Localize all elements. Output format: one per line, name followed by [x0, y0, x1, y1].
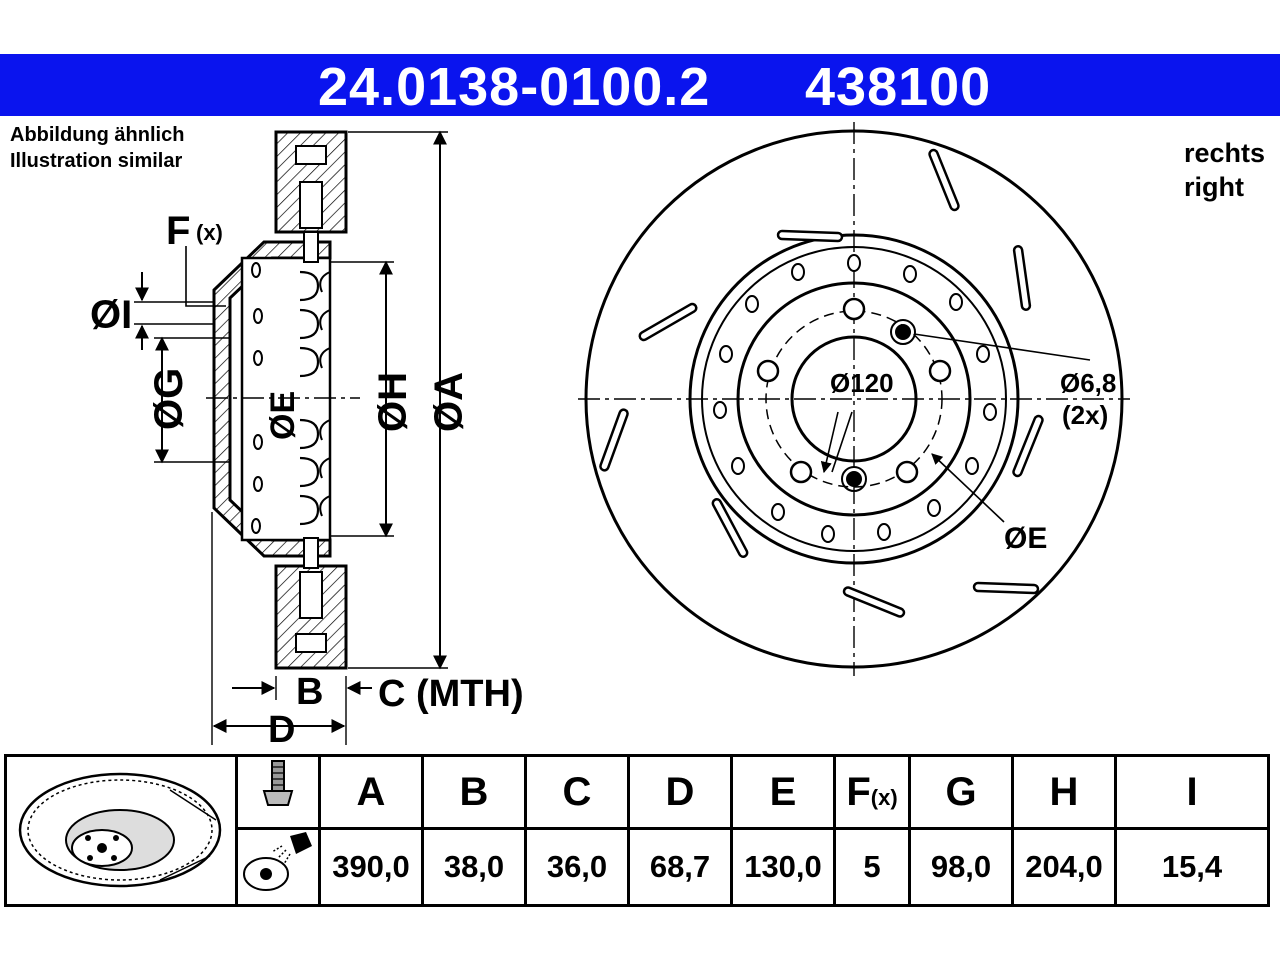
locating-holes: [846, 324, 911, 487]
spec-header-row: A B C D E F(x) G H I: [4, 754, 1270, 907]
note-line-en: Illustration similar: [10, 150, 183, 172]
disc-thumbnail-cell: [4, 754, 238, 907]
value-F: 5: [833, 827, 911, 907]
label-E-front: ØE: [1004, 522, 1047, 555]
front-view: Ø120 Ø6,8 (2x) ØE: [578, 122, 1130, 676]
header-A: A: [318, 754, 424, 830]
value-H: 204,0: [1011, 827, 1117, 907]
value-C: 36,0: [524, 827, 630, 907]
header-C: C: [524, 754, 630, 830]
header-F-letter: F: [846, 769, 871, 814]
label-F: F: [166, 209, 190, 253]
header-I: I: [1114, 754, 1270, 830]
value-I: 15,4: [1114, 827, 1270, 907]
side-line-de: rechts: [1184, 138, 1266, 168]
header-H: H: [1011, 754, 1117, 830]
header-B: B: [421, 754, 527, 830]
spray-icon-cell: [235, 827, 321, 907]
side-indicator: rechts right: [1184, 136, 1265, 204]
header-F: F(x): [833, 754, 911, 830]
label-C: C (MTH): [378, 673, 524, 715]
header-G: G: [908, 754, 1014, 830]
label-hole-size: Ø6,8: [1060, 368, 1116, 398]
ventilation-holes: [713, 254, 997, 543]
disc-thumbnail-icon: [18, 772, 222, 887]
technical-drawing: F (x) ØI ØG ØE ØH ØA B C (MTH) D: [90, 122, 1130, 750]
label-E-section: ØE: [264, 391, 302, 440]
screw-icon-cell: [235, 754, 321, 830]
label-A: ØA: [427, 372, 471, 432]
spec-value-row: 390,0 38,0 36,0 68,7 130,0 5 98,0 204,0 …: [6, 827, 1270, 907]
cleaning-spray-icon: [243, 832, 312, 891]
value-B: 38,0: [421, 827, 527, 907]
label-B: B: [296, 671, 323, 713]
title-bar: 24.0138-0100.2 438100: [0, 54, 1280, 117]
surface-slots: [599, 148, 1044, 618]
label-hole-count: (2x): [1062, 400, 1108, 430]
header-F-suffix: (x): [870, 784, 898, 810]
label-G: ØG: [147, 368, 191, 430]
screw-icon: [262, 760, 294, 806]
spec-table: A B C D E F(x) G H I 390,0 38,0 36,0 68,…: [4, 754, 1270, 907]
label-D: D: [268, 709, 295, 750]
label-F-suffix: (x): [196, 220, 223, 245]
part-number: 24.0138-0100.2: [318, 57, 711, 117]
value-G: 98,0: [908, 827, 1014, 907]
header-E: E: [730, 754, 836, 830]
label-center-bore: Ø120: [830, 368, 894, 398]
value-A: 390,0: [318, 827, 424, 907]
label-H: ØH: [371, 372, 415, 432]
bolt-holes: [756, 297, 952, 484]
header-D: D: [627, 754, 733, 830]
label-I: ØI: [90, 293, 132, 337]
illustration-note: Abbildung ähnlich Illustration similar: [10, 122, 184, 174]
side-line-en: right: [1184, 172, 1244, 202]
note-line-de: Abbildung ähnlich: [10, 124, 185, 146]
secondary-number: 438100: [805, 57, 992, 117]
hat-profile: [212, 240, 332, 558]
value-E: 130,0: [730, 827, 836, 907]
section-view: F (x) ØI ØG ØE ØH ØA B C (MTH) D: [90, 130, 524, 750]
value-D: 68,7: [627, 827, 733, 907]
